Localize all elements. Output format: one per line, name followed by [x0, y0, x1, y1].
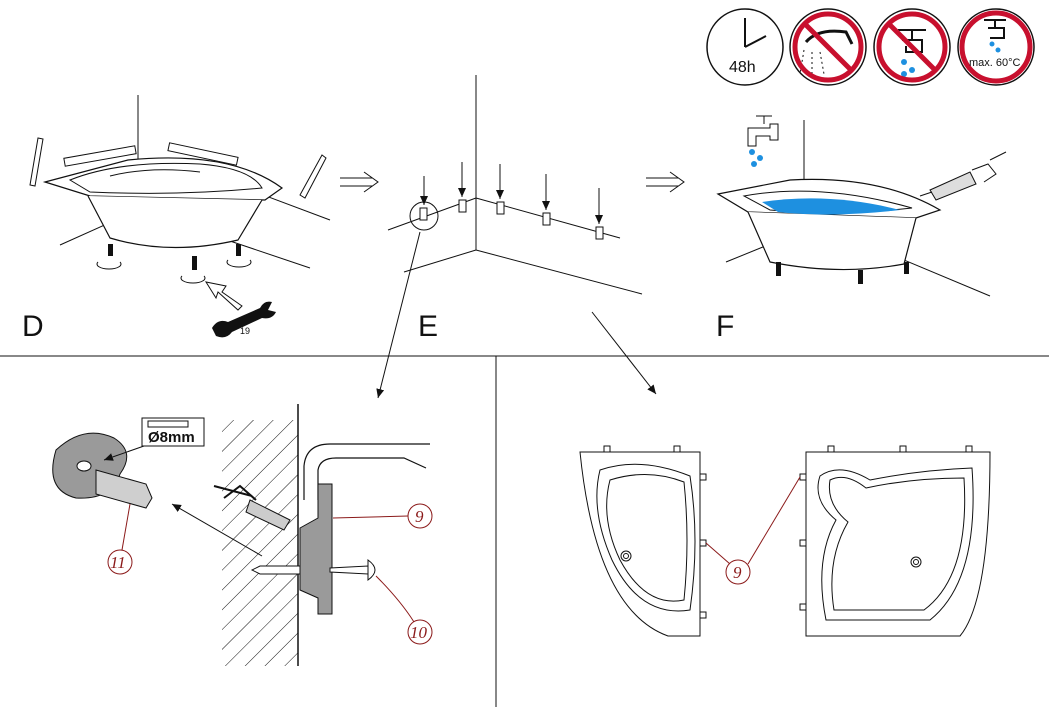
max-temperature-label: max. 60°C: [969, 57, 1021, 69]
callout-9-marker: [407, 503, 433, 529]
callout-11-marker: [107, 549, 133, 575]
wrench-size-label: 19: [240, 326, 250, 336]
bracket-position-detail: [579, 445, 991, 637]
callout-10-marker: [407, 619, 433, 645]
no-hot-water-icon: [873, 8, 951, 86]
faucet-icon: [747, 115, 779, 147]
wrench-icon: [212, 301, 276, 338]
water-drops-icon: [749, 149, 763, 167]
water-fill: [762, 198, 900, 215]
step-e-label: E: [418, 310, 438, 343]
max-temperature-icon: [957, 8, 1035, 86]
next-step-arrow: [340, 171, 685, 193]
step-d-label: D: [22, 310, 44, 343]
step-f-fill-and-seal: [716, 115, 1007, 297]
step-d-leveling: [29, 95, 331, 338]
step-e-bracket-marking: [376, 75, 657, 399]
callout-11-label: 11: [110, 553, 126, 572]
step-f-label: F: [716, 310, 734, 343]
silicone-gun-icon: [919, 151, 1007, 201]
drill-diameter-label: Ø8mm: [148, 429, 195, 446]
callout-9b-label: 9: [733, 563, 742, 582]
cure-time-icon: [706, 8, 784, 86]
cure-time-label: 48h: [729, 59, 756, 76]
callout-9-label: 9: [415, 507, 424, 526]
callout-10-label: 10: [410, 623, 428, 642]
callout-9b-marker: [725, 559, 751, 585]
wall-mount-detail: [52, 404, 433, 666]
no-shower-icon: [789, 8, 867, 86]
